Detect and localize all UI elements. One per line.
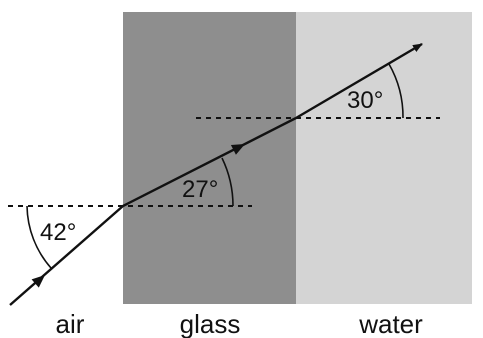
angle-label-glass: 27° (182, 176, 218, 203)
glass-region (123, 12, 296, 304)
medium-label-glass: glass (180, 309, 241, 338)
medium-label-air: air (56, 309, 85, 338)
angle-arc-water (388, 63, 404, 119)
ray-segment-glass (122, 116, 297, 208)
medium-label-water: water (358, 309, 423, 338)
ray-arrow-air (31, 275, 45, 288)
angle-label-water: 30° (347, 87, 383, 114)
ray-segment-air (9, 205, 124, 306)
angle-arc-air (26, 205, 52, 269)
water-region (296, 12, 472, 304)
angle-label-air: 42° (40, 219, 76, 246)
angle-arc-glass (221, 157, 234, 207)
ray-segment-water (295, 42, 423, 120)
ray-arrow-glass (230, 144, 245, 155)
